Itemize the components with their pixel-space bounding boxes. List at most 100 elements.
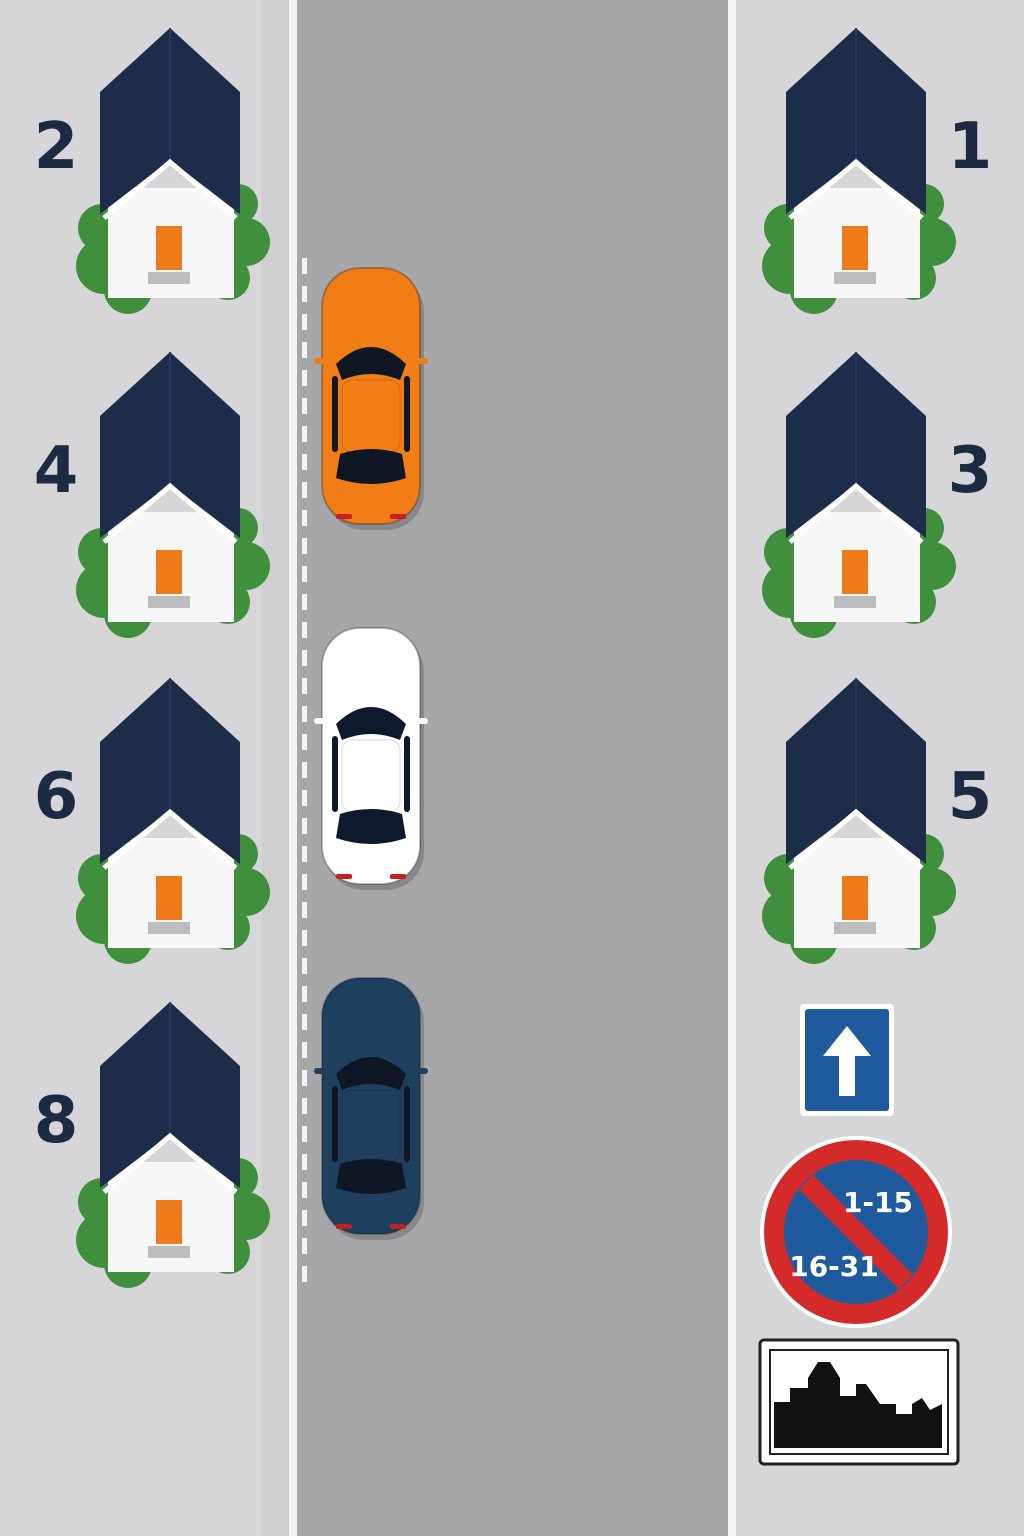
dark-blue-car [314,977,428,1240]
dash-segment [302,426,307,442]
dash-segment [302,874,307,890]
house-5: 5 [762,678,992,964]
house-number-label: 2 [34,110,79,184]
dash-segment [302,1042,307,1058]
one-way-sign [800,1004,894,1116]
dash-segment [302,1014,307,1030]
dash-segment [302,454,307,470]
town-skyline-icon [774,1362,942,1448]
dash-segment [302,818,307,834]
dash-segment [302,678,307,694]
road-edge-line-left [289,0,297,1536]
built-up-area-sign [758,1338,960,1466]
orange-car [314,267,428,530]
house-number-label: 1 [948,110,993,184]
car-mirror [314,358,326,364]
no-parking-sign: 1-15 16-31 [760,1136,952,1328]
dash-segment [302,258,307,274]
car-windshield [336,347,406,380]
dash-segment [302,902,307,918]
dash-segment [302,734,307,750]
dash-segment [302,622,307,638]
house-door [842,226,868,270]
house-step [834,596,876,608]
dash-segment [302,846,307,862]
dash-segment [302,286,307,302]
house-number-label: 3 [948,434,993,508]
house-number-label: 4 [34,434,79,508]
dash-segment [302,1266,307,1282]
dash-segment [302,650,307,666]
car-taillight [390,1224,406,1229]
car-taillight [336,874,352,879]
dash-segment [302,1098,307,1114]
house-1: 1 [762,28,992,314]
car-taillight [336,514,352,519]
car-rear-window [336,809,406,844]
dash-segment [302,762,307,778]
dash-segment [302,342,307,358]
dash-segment [302,482,307,498]
no-parking-top-text: 1-15 [843,1186,913,1219]
dash-segment [302,1154,307,1170]
dash-segment [302,706,307,722]
house-door [842,876,868,920]
car-rear-window [336,1159,406,1194]
dash-segment [302,370,307,386]
dash-segment [302,538,307,554]
car-mirror [416,358,428,364]
car-mirror [314,1068,326,1074]
house-step [148,1246,190,1258]
houses: 1 2 3 4 5 6 8 [34,28,992,1288]
house-door [156,876,182,920]
house-3: 3 [762,352,992,638]
car-mirror [416,718,428,724]
house-step [148,922,190,934]
road-edge-line-right [728,0,736,1536]
car-windshield [336,1057,406,1090]
dash-segment [302,790,307,806]
car-taillight [390,874,406,879]
white-car [314,627,428,890]
dash-segment [302,510,307,526]
dash-segment [302,314,307,330]
house-number-label: 6 [34,760,79,834]
house-step [834,922,876,934]
dash-segment [302,1238,307,1254]
house-door [156,550,182,594]
no-parking-slash [798,1174,914,1290]
dash-segment [302,1126,307,1142]
up-arrow-icon [823,1026,871,1096]
house-6: 6 [34,678,270,964]
car-taillight [390,514,406,519]
car-roof [341,739,401,813]
house-step [148,596,190,608]
house-door [842,550,868,594]
parking-lane-dashed-line [302,258,307,1282]
dash-segment [302,1070,307,1086]
dash-segment [302,398,307,414]
left-sidewalk-edge [262,0,290,1536]
house-step [834,272,876,284]
house-door [156,1200,182,1244]
house-number-label: 5 [948,760,993,834]
house-2: 2 [34,28,270,314]
dash-segment [302,930,307,946]
dash-segment [302,1182,307,1198]
parked-cars [314,267,428,1240]
dash-segment [302,958,307,974]
house-number-label: 8 [34,1084,79,1158]
no-parking-bottom-text: 16-31 [789,1250,879,1283]
car-mirror [416,1068,428,1074]
dash-segment [302,566,307,582]
car-rear-window [336,449,406,484]
house-step [148,272,190,284]
dash-segment [302,986,307,1002]
car-roof [341,379,401,453]
car-windshield [336,707,406,740]
car-roof [341,1089,401,1163]
house-door [156,226,182,270]
car-mirror [314,718,326,724]
dash-segment [302,594,307,610]
